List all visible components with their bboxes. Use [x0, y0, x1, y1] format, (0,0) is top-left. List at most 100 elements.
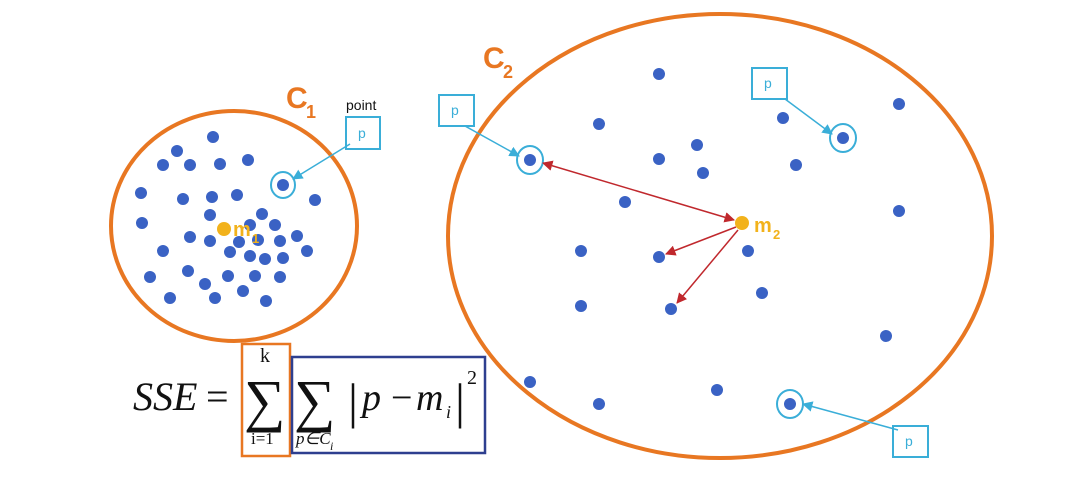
callout-box-bottom-right	[892, 425, 929, 458]
data-point	[893, 98, 905, 110]
formula-equals: =	[206, 374, 229, 419]
data-point	[593, 398, 605, 410]
circled-point-icon	[516, 145, 544, 175]
formula-p: p	[359, 377, 381, 419]
data-point	[214, 158, 226, 170]
data-point	[575, 245, 587, 257]
data-point	[136, 217, 148, 229]
abs-close: |	[455, 373, 465, 429]
inner-sum-box	[290, 355, 487, 455]
highlighted-point	[524, 154, 536, 166]
data-point	[231, 189, 243, 201]
data-point	[199, 278, 211, 290]
data-point	[259, 253, 271, 265]
data-point	[222, 270, 234, 282]
distance-arrow	[665, 226, 737, 256]
callout-box-c1	[345, 116, 381, 150]
data-point	[260, 295, 272, 307]
data-point	[144, 271, 156, 283]
data-point	[164, 292, 176, 304]
outer-sum-upper: k	[260, 345, 270, 367]
data-point	[790, 159, 802, 171]
data-point	[309, 194, 321, 206]
data-point	[301, 245, 313, 257]
formula-minus: −	[391, 377, 412, 419]
centroid-m2	[735, 216, 749, 230]
data-point	[182, 265, 194, 277]
data-point	[244, 250, 256, 262]
inner-sum-lower-sub: i	[330, 439, 333, 453]
data-point	[135, 187, 147, 199]
callout-label-top-right: p	[764, 75, 772, 91]
callout-box-top-right	[751, 67, 788, 100]
cluster-1-points	[135, 131, 321, 307]
data-point	[274, 235, 286, 247]
data-point	[269, 219, 281, 231]
data-point	[575, 300, 587, 312]
highlighted-point	[837, 132, 849, 144]
callout-box-left	[438, 94, 475, 127]
data-point	[224, 246, 236, 258]
arrow-icon	[292, 143, 351, 180]
data-point	[593, 118, 605, 130]
data-point	[619, 196, 631, 208]
data-point	[524, 376, 536, 388]
data-point	[697, 167, 709, 179]
data-point	[653, 153, 665, 165]
data-point	[204, 235, 216, 247]
formula-m-sub: i	[446, 402, 451, 422]
data-point	[277, 252, 289, 264]
data-point	[756, 287, 768, 299]
data-point	[249, 270, 261, 282]
centroid-m2-subscript: 2	[773, 227, 780, 242]
point-caption: point	[346, 97, 376, 113]
centroid-m1-label: m	[233, 219, 251, 241]
inner-sum-lower: p∈C	[295, 429, 331, 448]
distance-arrow	[541, 160, 736, 223]
inner-sum-sigma: ∑	[294, 368, 335, 433]
data-point	[291, 230, 303, 242]
highlighted-point	[784, 398, 796, 410]
data-point	[880, 330, 892, 342]
data-point	[252, 234, 264, 246]
distance-arrow	[676, 229, 739, 304]
centroid-m2-label: m	[754, 215, 772, 237]
callout-label-c1: p	[358, 125, 366, 141]
data-point	[242, 154, 254, 166]
data-point	[209, 292, 221, 304]
formula-power: 2	[467, 367, 477, 389]
sse-formula: SSE = k ∑ i=1 ∑ p∈C i | p − m i | 2	[133, 342, 487, 458]
arrow-icon	[464, 125, 520, 157]
data-point	[207, 131, 219, 143]
outer-sum-sigma: ∑	[244, 368, 285, 433]
abs-open: |	[348, 373, 358, 429]
data-point	[233, 236, 245, 248]
circled-point-icon	[270, 171, 296, 199]
formula-lhs: SSE	[133, 374, 197, 419]
data-point	[206, 191, 218, 203]
cluster-2-subscript: 2	[503, 62, 513, 82]
data-point	[177, 193, 189, 205]
outer-sum-box	[240, 342, 292, 458]
formula-m: m	[416, 377, 443, 419]
cluster-2-label: C	[483, 42, 505, 75]
data-point	[653, 251, 665, 263]
data-point	[711, 384, 723, 396]
data-point	[171, 145, 183, 157]
data-point	[184, 159, 196, 171]
data-point	[274, 271, 286, 283]
data-point	[244, 219, 256, 231]
data-point	[256, 208, 268, 220]
cluster-2-outline	[446, 12, 994, 460]
data-point	[893, 205, 905, 217]
data-point	[691, 139, 703, 151]
cluster-2-points	[524, 68, 905, 410]
highlighted-point	[277, 179, 289, 191]
outer-sum-lower: i=1	[251, 429, 274, 448]
data-point	[237, 285, 249, 297]
data-point	[157, 159, 169, 171]
data-point	[665, 303, 677, 315]
circled-point-icon	[829, 123, 857, 153]
data-point	[157, 245, 169, 257]
